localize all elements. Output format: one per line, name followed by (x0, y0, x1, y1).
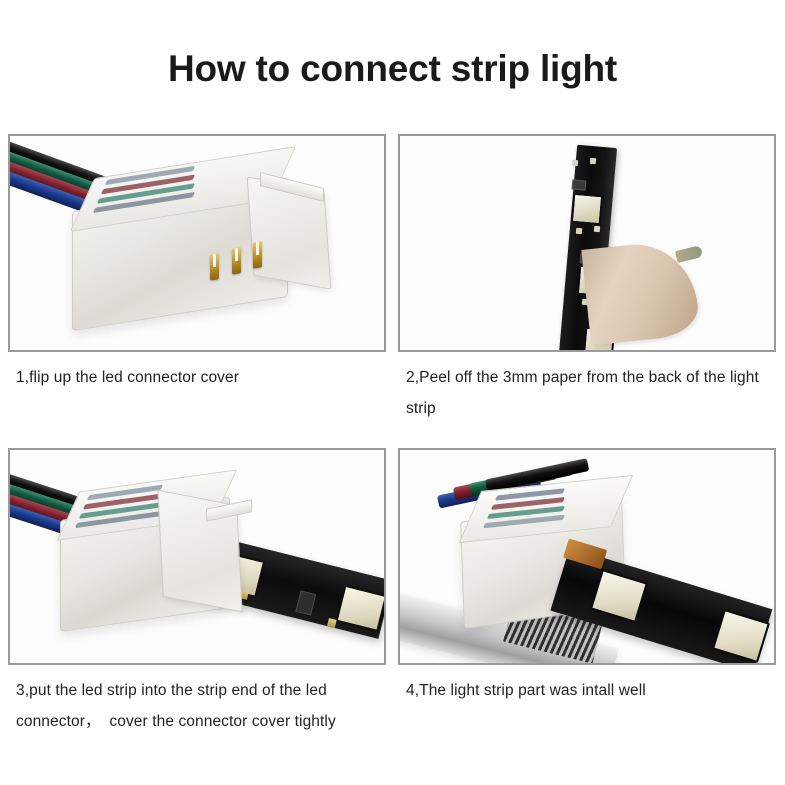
solder-pad (589, 157, 597, 165)
step-2-caption: 2,Peel off the 3mm paper from the back o… (406, 369, 764, 417)
pin-notch-2 (235, 247, 238, 262)
connector-cover-open-photo (10, 136, 384, 350)
step-4-caption: 4,The light strip part was intall well (406, 682, 646, 699)
solder-pad (575, 227, 583, 235)
peel-backing-paper-photo (400, 136, 774, 350)
pin-notch-1 (213, 253, 216, 268)
step-3-photo-panel (8, 448, 386, 665)
step-2-photo-panel (398, 134, 776, 352)
smd-led (570, 192, 604, 226)
solder-pad (571, 159, 579, 167)
step-1: 1,flip up the led connector cover (8, 134, 386, 424)
step-2: 2,Peel off the 3mm paper from the back o… (398, 134, 776, 424)
pin-notch-3 (256, 241, 259, 256)
solder-pad (593, 225, 601, 233)
strip-inserted-photo (10, 450, 384, 663)
strip-resistor (571, 179, 587, 191)
step-1-caption: 1,flip up the led connector cover (16, 369, 240, 386)
installed-assembly-photo (400, 450, 774, 663)
step-3: 3,put the led strip into the strip end o… (8, 448, 386, 738)
page-title: How to connect strip light (167, 48, 618, 89)
step-4: 4,The light strip part was intall well (398, 448, 776, 738)
step-3-caption: 3,put the led strip into the strip end o… (16, 682, 336, 730)
step-1-photo-panel (8, 134, 386, 352)
backing-paper-tip (674, 245, 704, 263)
step-4-photo-panel (398, 448, 776, 665)
